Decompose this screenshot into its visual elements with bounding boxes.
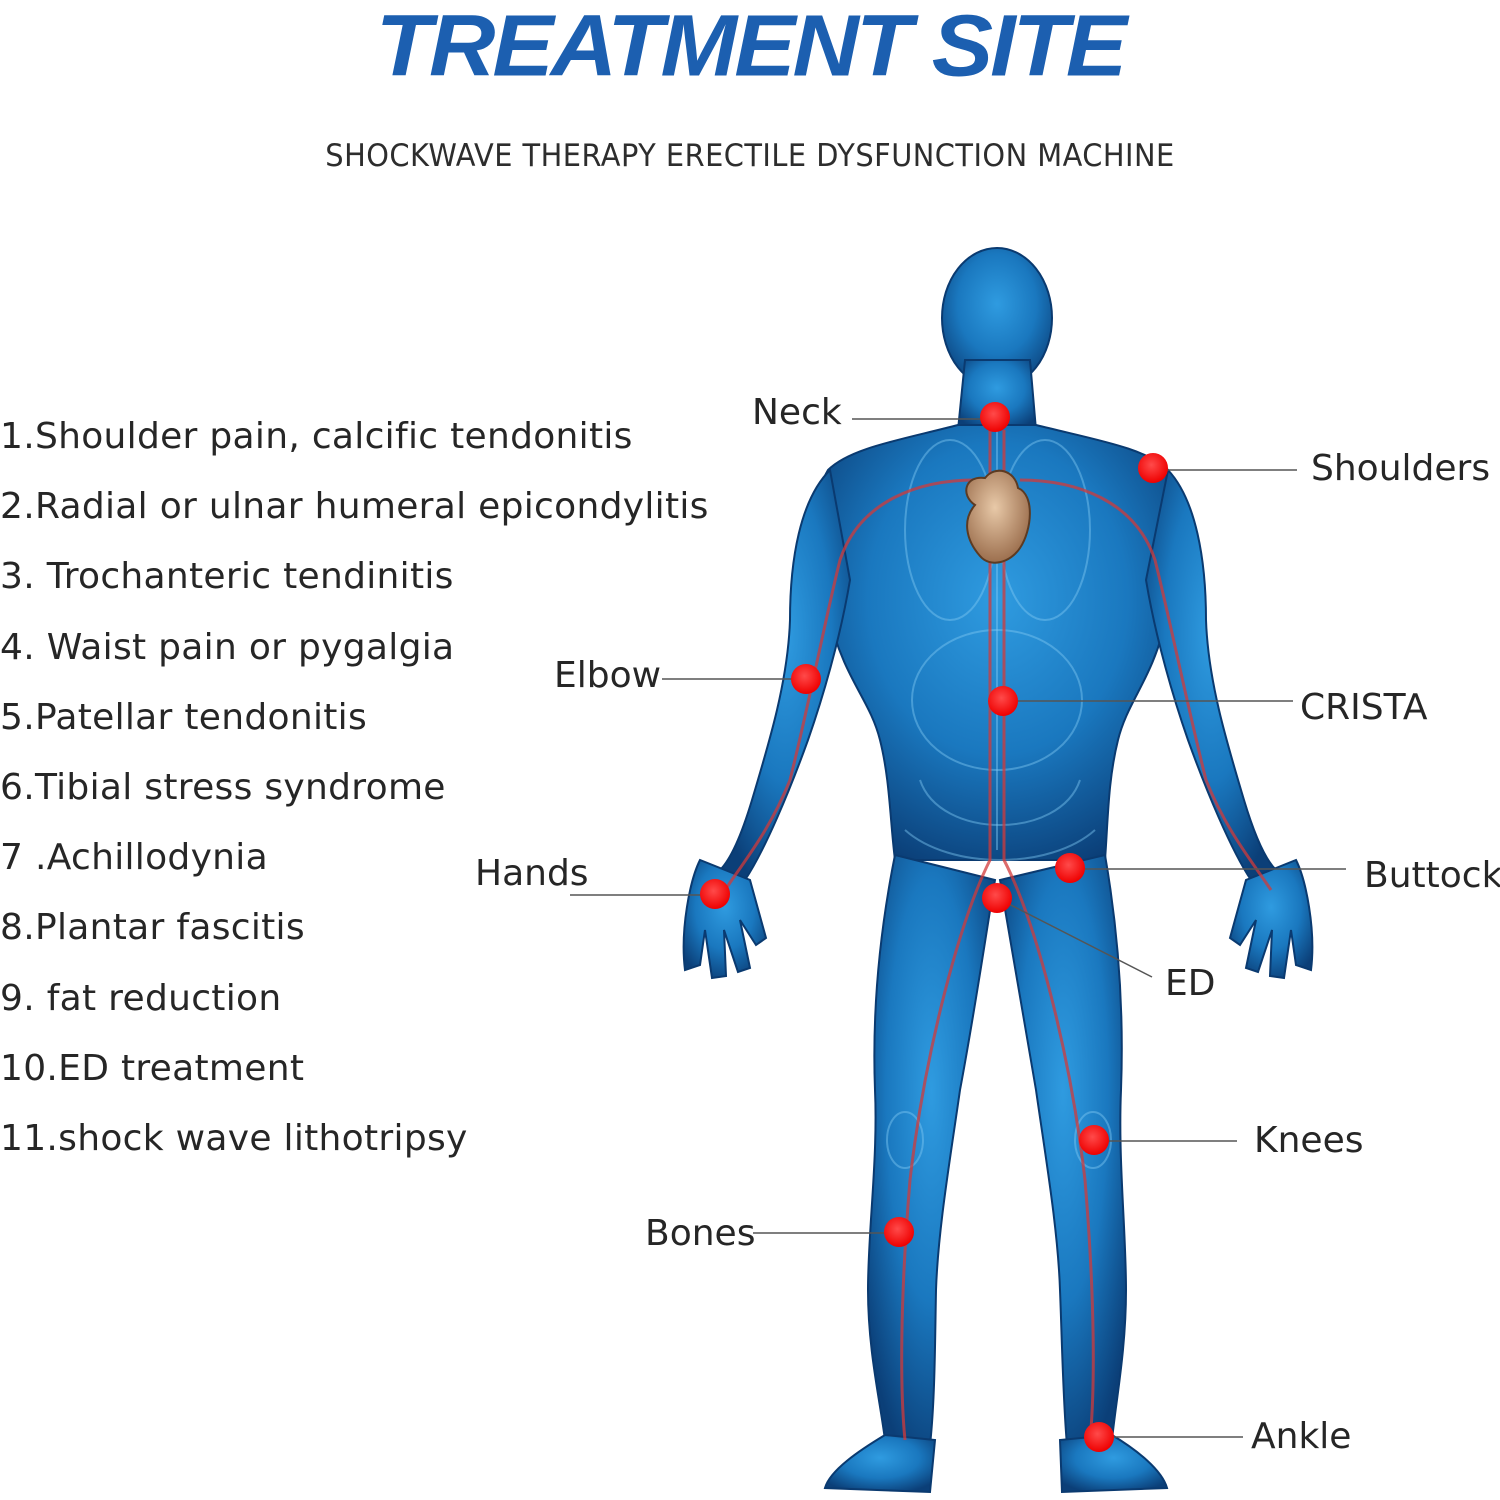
hands-marker	[700, 879, 730, 909]
treatment-list: 1.Shoulder pain, calcific tendonitis 2.R…	[0, 402, 709, 1174]
buttock-marker	[1055, 853, 1085, 883]
page-subtitle: SHOCKWAVE THERAPY ERECTILE DYSFUNCTION M…	[325, 138, 1175, 174]
neck-marker	[980, 402, 1010, 432]
label-shoulders: Shoulders	[1311, 448, 1491, 489]
ed-marker	[982, 883, 1012, 913]
label-hands: Hands	[475, 853, 589, 894]
page-title: TREATMENT SITE	[375, 0, 1128, 95]
treatment-item: 5.Patellar tendonitis	[0, 696, 368, 738]
label-knees: Knees	[1254, 1120, 1364, 1161]
ed-leader-line	[996, 897, 1153, 978]
ankle-marker	[1084, 1422, 1114, 1452]
site-markers	[700, 402, 1168, 1452]
treatment-item: 9. fat reduction	[0, 977, 282, 1019]
treatment-item: 7 .Achillodynia	[0, 837, 268, 879]
label-crista: CRISTA	[1300, 687, 1428, 728]
treatment-item: 1.Shoulder pain, calcific tendonitis	[0, 416, 633, 457]
knees-marker	[1079, 1125, 1109, 1155]
treatment-item: 4. Waist pain or pygalgia	[0, 626, 455, 668]
heart-icon	[965, 469, 1031, 564]
label-buttock: Buttock	[1364, 855, 1500, 896]
leader-lines	[570, 418, 1346, 1438]
human-body-silhouette	[682, 247, 1314, 1494]
shoulders-marker	[1138, 453, 1168, 483]
label-elbow: Elbow	[554, 655, 662, 696]
blood-vessels	[723, 430, 1273, 1441]
treatment-item: 6.Tibial stress syndrome	[0, 766, 446, 808]
treatment-item: 2.Radial or ulnar humeral epicondylitis	[0, 486, 709, 528]
treatment-item: 8.Plantar fascitis	[0, 907, 305, 949]
label-bones: Bones	[645, 1213, 756, 1254]
treatment-item: 10.ED treatment	[0, 1047, 305, 1089]
label-ed: ED	[1165, 963, 1216, 1004]
label-ankle: Ankle	[1251, 1416, 1352, 1457]
treatment-item: 3. Trochanteric tendinitis	[0, 556, 454, 598]
label-neck: Neck	[752, 392, 842, 433]
treatment-item: 11.shock wave lithotripsy	[0, 1117, 468, 1159]
bones-marker	[884, 1217, 914, 1247]
elbow-marker	[791, 664, 821, 694]
crista-marker	[988, 686, 1018, 716]
